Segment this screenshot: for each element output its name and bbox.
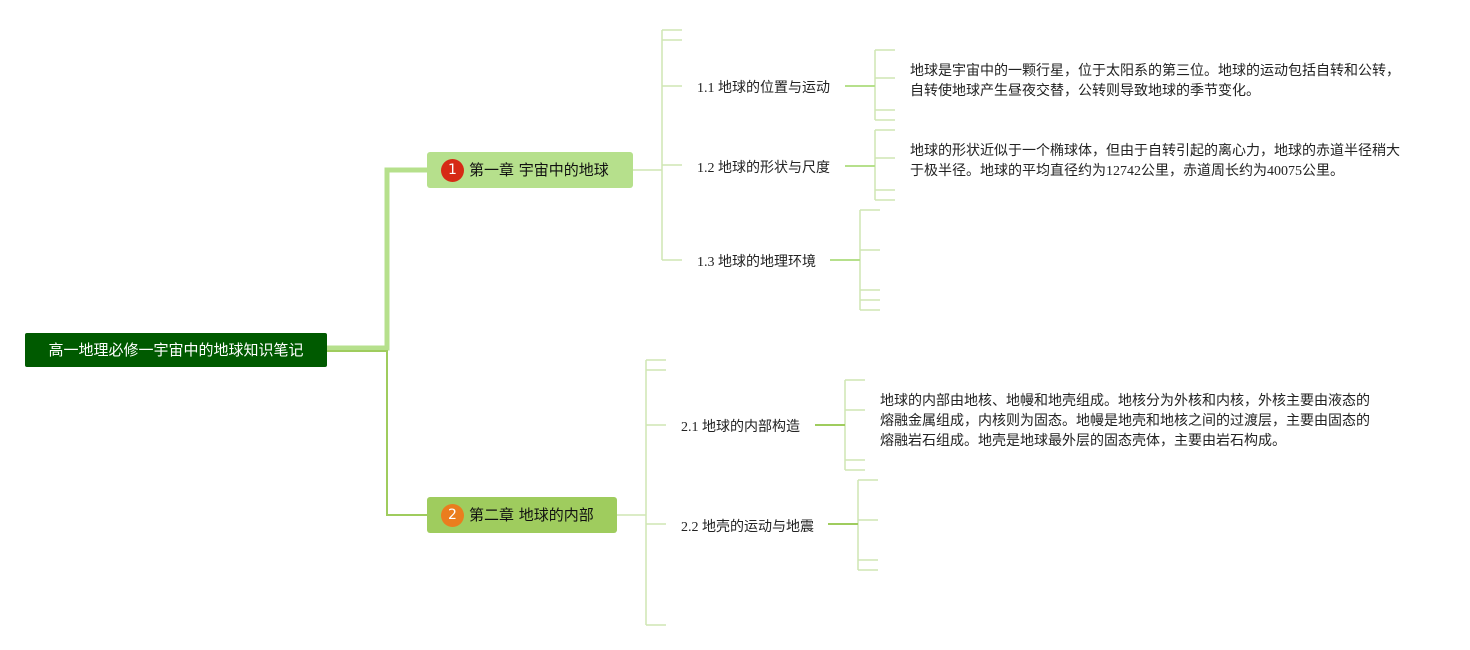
note-1-2[interactable]: 地球的形状近似于一个椭球体，但由于自转引起的离心力，地球的赤道半径稍大于极半径。… <box>910 142 1405 182</box>
note-1-2-text: 地球的形状近似于一个椭球体，但由于自转引起的离心力，地球的赤道半径稍大于极半径。… <box>910 144 1400 179</box>
section-2-2-label: 2.2 地壳的运动与地震 <box>681 520 814 535</box>
root-topic-label: 高一地理必修一宇宙中的地球知识笔记 <box>48 341 304 359</box>
note-1-1[interactable]: 地球是宇宙中的一颗行星，位于太阳系的第三位。地球的运动包括自转和公转，自转使地球… <box>910 62 1400 102</box>
connector-root-chapter2 <box>327 350 427 516</box>
note-1-1-text: 地球是宇宙中的一颗行星，位于太阳系的第三位。地球的运动包括自转和公转，自转使地球… <box>910 64 1400 99</box>
section-1-2-label: 1.2 地球的形状与尺度 <box>697 161 830 176</box>
section-1-1-topic[interactable]: 1.1 地球的位置与运动 <box>697 77 830 97</box>
section-1-3-label: 1.3 地球的地理环境 <box>697 255 816 270</box>
priority-1-icon: 1 <box>441 159 464 182</box>
note-2-1[interactable]: 地球的内部由地核、地幔和地壳组成。地核分为外核和内核，外核主要由液态的熔融金属组… <box>880 392 1378 452</box>
connector-chapter2-bracket <box>617 359 666 626</box>
priority-2-icon: 2 <box>441 504 464 527</box>
chapter-1-label: 第一章 宇宙中的地球 <box>469 161 609 179</box>
chapter-2-topic[interactable]: 2 第二章 地球的内部 <box>427 497 617 533</box>
section-2-1-label: 2.1 地球的内部构造 <box>681 420 800 435</box>
connector-chapter1-bracket <box>633 29 682 261</box>
root-topic[interactable]: 高一地理必修一宇宙中的地球知识笔记 <box>25 333 327 367</box>
section-2-2-topic[interactable]: 2.2 地壳的运动与地震 <box>681 516 814 536</box>
section-1-3-topic[interactable]: 1.3 地球的地理环境 <box>697 251 816 271</box>
section-2-1-topic[interactable]: 2.1 地球的内部构造 <box>681 416 800 436</box>
section-1-2-topic[interactable]: 1.2 地球的形状与尺度 <box>697 157 830 177</box>
note-2-1-text: 地球的内部由地核、地幔和地壳组成。地核分为外核和内核，外核主要由液态的熔融金属组… <box>880 394 1370 449</box>
section-1-1-label: 1.1 地球的位置与运动 <box>697 81 830 96</box>
connector-root-chapter1 <box>327 167 427 351</box>
chapter-1-topic[interactable]: 1 第一章 宇宙中的地球 <box>427 152 633 188</box>
chapter-2-label: 第二章 地球的内部 <box>469 506 594 524</box>
